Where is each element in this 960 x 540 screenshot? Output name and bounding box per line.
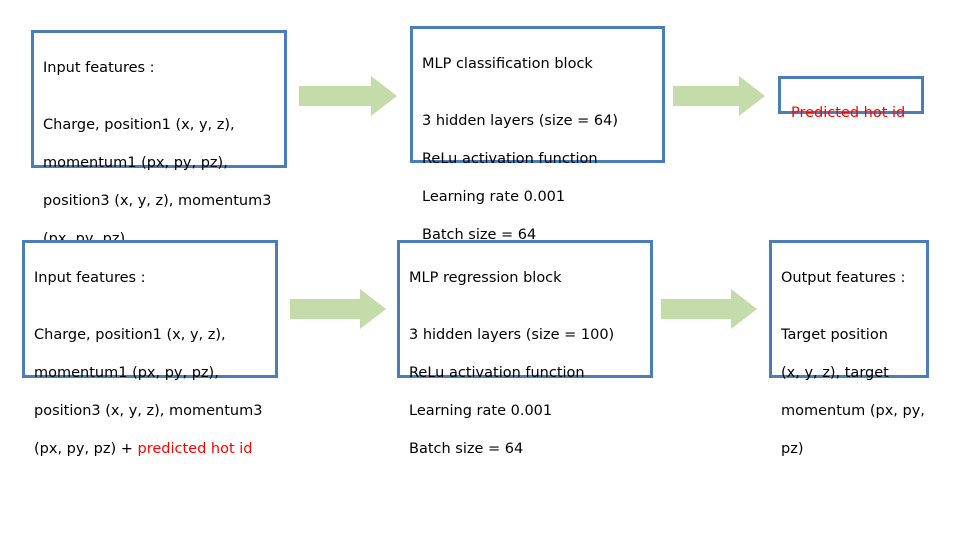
flow-arrow-2	[673, 76, 765, 116]
output-features-box: Output features : Target position (x, y,…	[769, 240, 929, 457]
input-features-box-1: Input features : Charge, position1 (x, y…	[31, 30, 287, 247]
flow-arrow-shape	[299, 76, 397, 116]
mlp-regression-line: Batch size = 64	[409, 441, 524, 457]
mlp-regression-box: MLP regression block 3 hidden layers (si…	[397, 240, 653, 457]
mlp-classification-line: Batch size = 64	[422, 227, 537, 243]
input-features-line: momentum1 (px, py, pz),	[34, 365, 219, 381]
mlp-regression-title: MLP regression block	[409, 270, 562, 286]
mlp-regression-line: Learning rate 0.001	[409, 403, 553, 419]
input-features-box-2: Input features : Charge, position1 (x, y…	[22, 240, 278, 457]
mlp-classification-title: MLP classification block	[422, 56, 593, 72]
input-features-last-line-prefix: (px, py, pz) +	[34, 441, 138, 457]
mlp-classification-box: MLP classification block 3 hidden layers…	[410, 26, 665, 243]
predicted-hot-id-highlight: predicted hot id	[137, 441, 253, 457]
flow-arrow-shape	[290, 289, 386, 329]
flow-arrow-1	[299, 76, 397, 116]
mlp-classification-line: ReLu activation function	[422, 151, 598, 167]
output-features-line: pz)	[781, 441, 804, 457]
output-features-line: Target position	[781, 327, 888, 343]
output-features-title: Output features :	[781, 270, 906, 286]
input-features-last-line: (px, py, pz) + predicted hot id	[34, 440, 266, 459]
output-features-line: momentum (px, py,	[781, 403, 925, 419]
mlp-regression-line: 3 hidden layers (size = 100)	[409, 327, 615, 343]
output-features-line: (x, y, z), target	[781, 365, 889, 381]
flow-arrow-3	[290, 289, 386, 329]
input-features-line: position3 (x, y, z), momentum3	[34, 403, 263, 419]
mlp-classification-line: 3 hidden layers (size = 64)	[422, 113, 618, 129]
flow-arrow-shape	[673, 76, 765, 116]
input-features-line: momentum1 (px, py, pz),	[43, 155, 228, 171]
mlp-regression-line: ReLu activation function	[409, 365, 585, 381]
predicted-hot-id-label: Predicted hot id	[791, 105, 906, 121]
input-features-title-1: Input features :	[43, 60, 155, 76]
input-features-line: position3 (x, y, z), momentum3	[43, 193, 272, 209]
input-features-title-2: Input features :	[34, 270, 146, 286]
predicted-hot-id-box: Predicted hot id	[778, 76, 924, 121]
input-features-line: Charge, position1 (x, y, z),	[34, 327, 226, 343]
mlp-classification-line: Learning rate 0.001	[422, 189, 566, 205]
input-features-line: Charge, position1 (x, y, z),	[43, 117, 235, 133]
flow-arrow-4	[661, 289, 757, 329]
flow-arrow-shape	[661, 289, 757, 329]
